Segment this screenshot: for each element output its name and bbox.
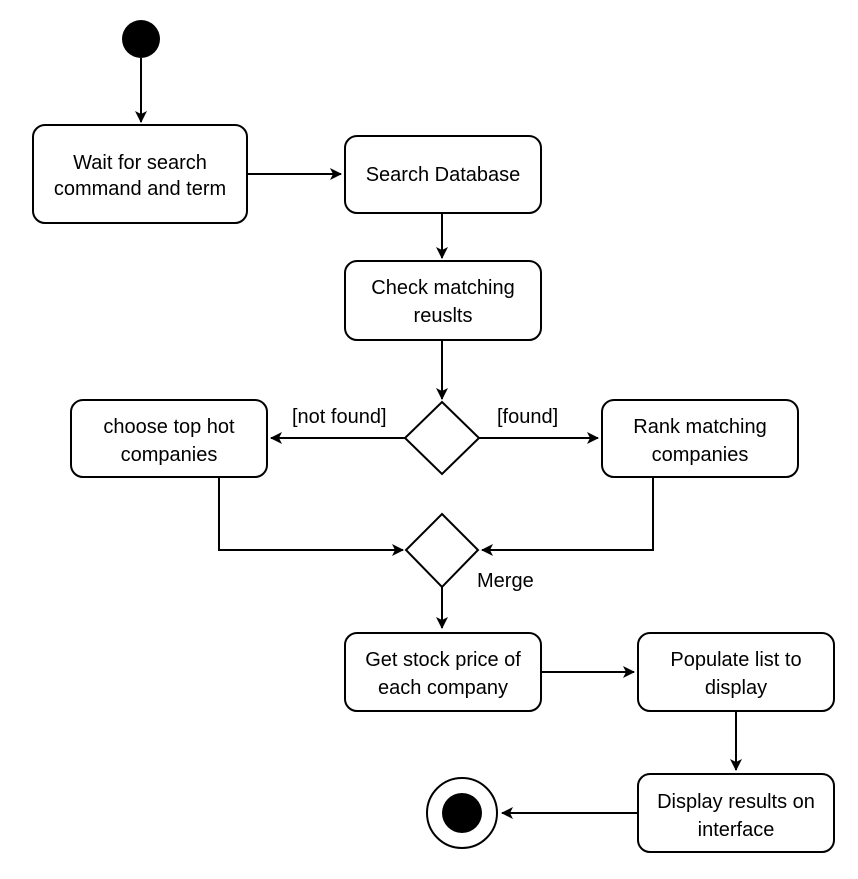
action-box xyxy=(637,773,835,853)
final-node-dot xyxy=(442,793,482,833)
action-display-results: Display results on interface xyxy=(637,773,835,853)
action-label-line-1: Wait for search xyxy=(73,152,207,174)
action-box xyxy=(344,135,542,214)
edge-rank-to-merge xyxy=(481,477,654,556)
initial-node xyxy=(122,20,160,58)
action-populate-list: Populate list to display xyxy=(637,632,835,712)
action-label-line-2: companies xyxy=(652,444,749,466)
action-label-line-1: Rank matching xyxy=(633,416,766,438)
merge-label: Merge xyxy=(477,570,534,592)
edges xyxy=(135,58,742,819)
action-wait-for-search: Wait for search command and term xyxy=(32,124,248,224)
action-label-line-1: choose top hot xyxy=(103,416,235,438)
action-label-line-2: display xyxy=(705,677,767,699)
action-label: Search Database xyxy=(366,164,521,186)
action-box xyxy=(344,260,542,341)
decision-node xyxy=(403,400,481,476)
action-box xyxy=(601,399,799,478)
action-box xyxy=(70,399,268,478)
action-check-matching: Check matching reuslts xyxy=(344,260,542,341)
action-label-line-2: companies xyxy=(121,444,218,466)
action-label-line-2: each company xyxy=(378,677,508,699)
guard-not-found: [not found] xyxy=(292,406,387,428)
action-label-line-1: Check matching xyxy=(371,277,514,299)
guard-found: [found] xyxy=(497,406,558,428)
edge-choose-hot-to-merge xyxy=(218,477,404,556)
action-box xyxy=(344,632,542,712)
action-label-line-2: command and term xyxy=(54,178,226,200)
action-box xyxy=(32,124,248,224)
action-label-line-2: interface xyxy=(698,819,775,841)
action-label-line-1: Get stock price of xyxy=(365,649,521,671)
action-label-line-1: Display results on xyxy=(657,791,815,813)
action-box xyxy=(637,632,835,712)
merge-node xyxy=(404,512,480,589)
action-label-line-1: Populate list to xyxy=(670,649,801,671)
action-rank-matching: Rank matching companies xyxy=(601,399,799,478)
action-choose-top-hot: choose top hot companies xyxy=(70,399,268,478)
final-node xyxy=(426,777,498,849)
action-label-line-2: reuslts xyxy=(414,305,473,327)
action-search-database: Search Database xyxy=(344,135,542,214)
action-get-stock-price: Get stock price of each company xyxy=(344,632,542,712)
